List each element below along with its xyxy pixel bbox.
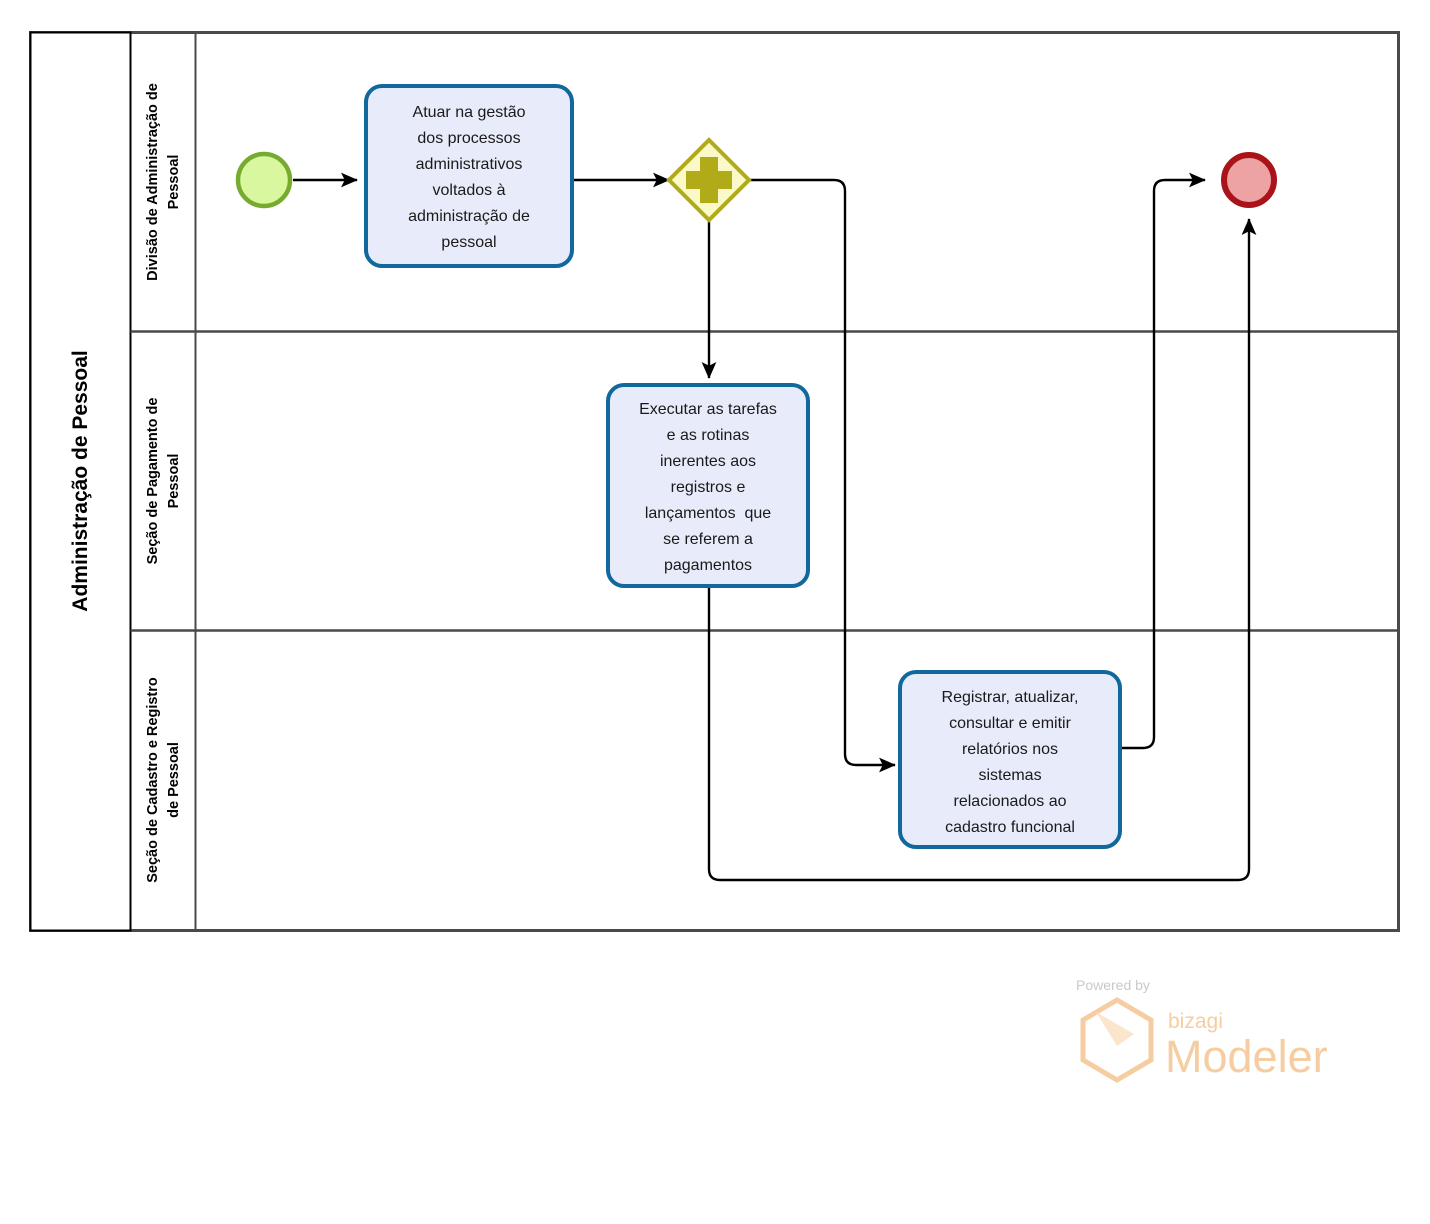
pool-header-band <box>29 31 132 932</box>
task-3-label-line-1: Registrar, atualizar, <box>942 689 1079 706</box>
task-1-label-line-1: Atuar na gestão <box>413 104 526 121</box>
task-3-box <box>898 670 1122 849</box>
end-event[interactable] <box>1221 152 1277 208</box>
flow-task2-to-end[interactable] <box>707 218 1257 882</box>
watermark-powered-by: Powered by <box>1076 977 1150 993</box>
sequence-flows <box>293 172 1257 882</box>
lane-1-title-line-1: Divisão de Administração de <box>145 83 161 281</box>
bizagi-logo-hexagon <box>1080 997 1154 1083</box>
lane-header-2[interactable]: Seção de Pagamento de Pessoal <box>145 398 182 565</box>
bizagi-logo-icon <box>1080 997 1154 1083</box>
task-1[interactable]: Atuar na gestão dos processos administra… <box>364 84 574 268</box>
lane-2-title-line-1: Seção de Pagamento de <box>145 398 161 565</box>
lane-3-title-line-2: de Pessoal <box>166 742 182 818</box>
task-2[interactable]: Executar as tarefas e as rotinas inerent… <box>606 383 810 588</box>
task-1-label-line-6: pessoal <box>441 234 496 251</box>
watermark-brand: bizagi <box>1168 1010 1223 1033</box>
lane-1-title-line-2: Pessoal <box>166 155 182 210</box>
parallel-gateway[interactable] <box>666 137 752 223</box>
task-1-box <box>364 84 574 268</box>
task-3-label-line-4: sistemas <box>978 767 1041 784</box>
task-2-label-line-5: lançamentos que <box>645 505 771 522</box>
task-3-label-line-3: relatórios nos <box>962 741 1058 758</box>
lane-2-title-line-2: Pessoal <box>166 454 182 509</box>
task-2-label-line-4: registros e <box>671 479 746 496</box>
lane-header-1[interactable]: Divisão de Administração de Pessoal <box>145 83 182 281</box>
bizagi-watermark: Powered by bizagi Modeler <box>1076 977 1328 1083</box>
task-1-label-line-2: dos processos <box>417 130 520 147</box>
end-event-circle <box>1221 152 1277 208</box>
task-2-label-line-7: pagamentos <box>664 557 752 574</box>
task-3-label-line-5: relacionados ao <box>954 793 1067 810</box>
task-1-label-line-5: administração de <box>408 208 530 225</box>
flow-gateway-to-task3[interactable] <box>749 178 896 773</box>
pool-title: Administração de Pessoal <box>69 350 92 611</box>
flow-task3-to-end[interactable] <box>1120 172 1206 750</box>
task-2-label-line-2: e as rotinas <box>667 427 750 444</box>
task-2-label-line-1: Executar as tarefas <box>639 401 777 418</box>
task-3-label-line-2: consultar e emitir <box>949 715 1071 732</box>
task-1-label-line-3: administrativos <box>416 156 523 173</box>
task-2-box <box>606 383 810 588</box>
task-3[interactable]: Registrar, atualizar, consultar e emitir… <box>898 670 1122 849</box>
task-2-label-line-3: inerentes aos <box>660 453 756 470</box>
start-event-circle <box>235 151 293 209</box>
task-3-label-line-6: cadastro funcional <box>945 819 1075 836</box>
watermark-product: Modeler <box>1165 1031 1328 1082</box>
lane-3-title-line-1: Seção de Cadastro e Registro <box>145 677 161 883</box>
lane-header-3[interactable]: Seção de Cadastro e Registro de Pessoal <box>145 677 182 883</box>
task-2-label-line-6: se referem a <box>663 531 753 548</box>
start-event[interactable] <box>235 151 293 209</box>
bizagi-logo-facet <box>1096 1012 1134 1046</box>
task-1-label-line-4: voltados à <box>433 182 506 199</box>
plus-icon <box>686 157 732 203</box>
